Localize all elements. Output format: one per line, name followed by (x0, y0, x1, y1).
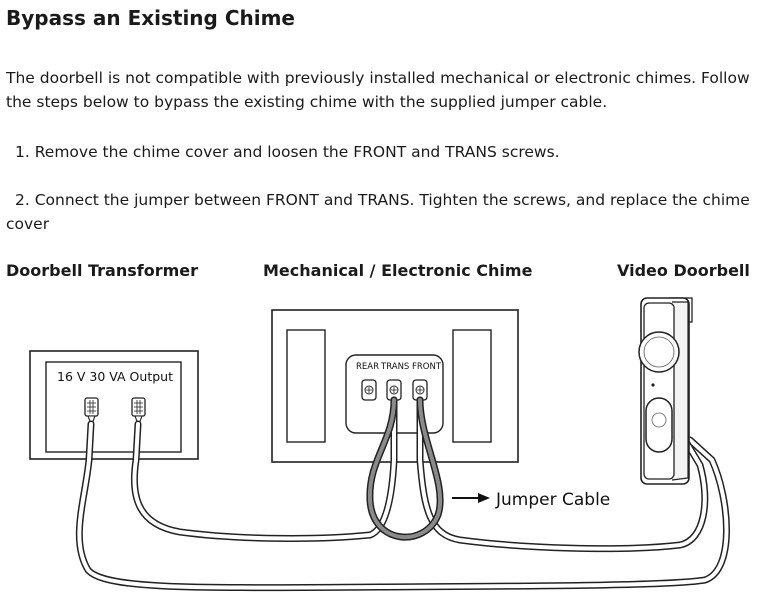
terminal-rear-label: REAR (356, 362, 379, 372)
transformer: 16 V 30 VA Output (29, 350, 199, 460)
transformer-terminal-left (84, 397, 99, 425)
jumper-cable-label: Jumper Cable (495, 490, 610, 510)
jumper-arrow (452, 493, 490, 503)
doorbell-label: Video Doorbell (617, 261, 750, 280)
terminal-front-label: FRONT (412, 362, 442, 372)
doorbell-button-icon (645, 397, 673, 453)
chime-label: Mechanical / Electronic Chime (263, 261, 533, 280)
transformer-output-label: 16 V 30 VA Output (57, 369, 173, 384)
step-2: 2. Connect the jumper between FRONT and … (6, 191, 750, 233)
terminal-rear (361, 379, 377, 401)
doorbell-camera-icon (638, 331, 680, 373)
intro-paragraph: The doorbell is not compatible with prev… (6, 69, 750, 111)
video-doorbell (638, 297, 693, 485)
step-1: 1. Remove the chime cover and loosen the… (15, 143, 560, 161)
wires (75, 396, 730, 592)
page-title: Bypass an Existing Chime (6, 6, 295, 30)
terminal-front (412, 379, 428, 401)
terminal-trans-label: TRANS (380, 362, 409, 372)
transformer-label: Doorbell Transformer (6, 261, 199, 280)
